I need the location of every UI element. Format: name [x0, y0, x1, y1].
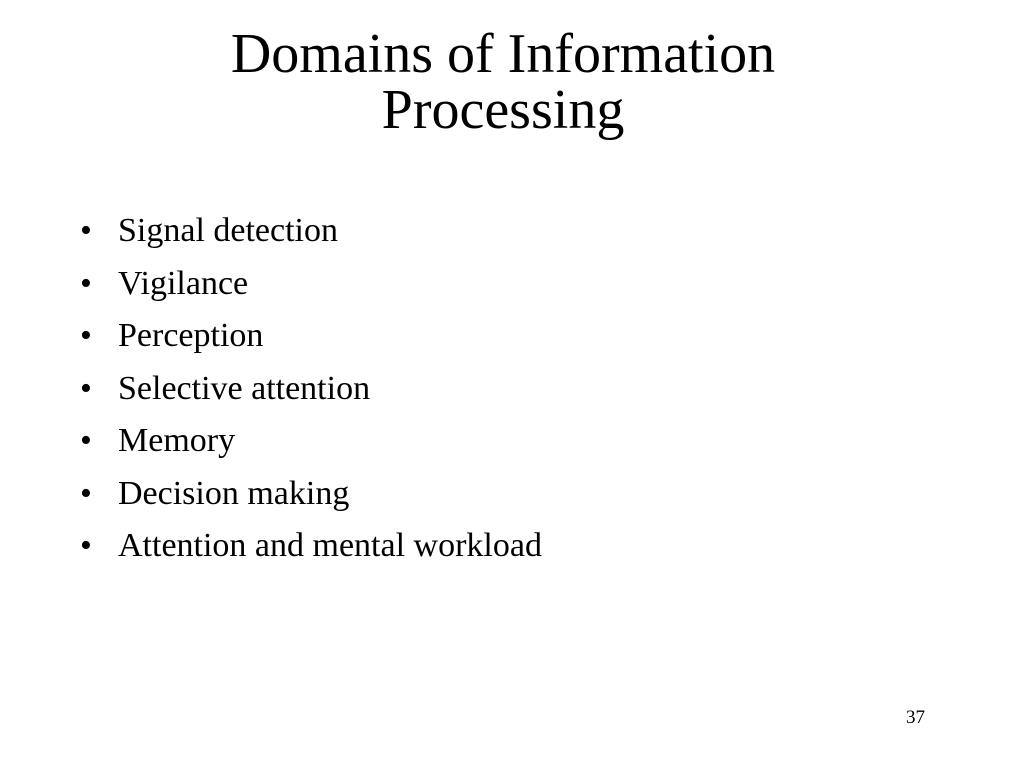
bullet-icon: •	[80, 527, 92, 564]
list-item: • Attention and mental workload	[76, 520, 542, 573]
slide-title-line-2: Processing	[381, 79, 625, 141]
bullet-icon: •	[80, 422, 92, 459]
bullet-icon: •	[80, 317, 92, 354]
slide-title-line-1: Domains of Information	[230, 23, 776, 85]
bullet-icon: •	[80, 212, 92, 249]
page-number: 37	[906, 707, 925, 728]
list-item-text: Decision making	[118, 474, 350, 512]
bullet-icon: •	[80, 264, 92, 302]
list-item: • Selective attention	[76, 363, 542, 416]
list-item-text: Perception	[118, 317, 264, 354]
list-item: • Vigilance	[76, 258, 542, 311]
list-item-text: Attention and mental workload	[118, 527, 542, 564]
bullet-icon: •	[80, 369, 92, 407]
list-item-text: Memory	[118, 422, 236, 459]
slide-title: Domains of Information Processing	[0, 26, 1006, 138]
bullet-icon: •	[80, 474, 92, 512]
list-item-text: Signal detection	[118, 212, 339, 249]
list-item: • Memory	[76, 415, 542, 468]
list-item-text: Selective attention	[118, 369, 371, 407]
bullet-list: • Signal detection • Vigilance • Perception…	[76, 205, 542, 573]
list-item: • Decision making	[76, 468, 542, 521]
list-item: • Signal detection	[76, 205, 542, 258]
list-item: • Perception	[76, 310, 542, 363]
list-item-text: Vigilance	[118, 264, 249, 302]
